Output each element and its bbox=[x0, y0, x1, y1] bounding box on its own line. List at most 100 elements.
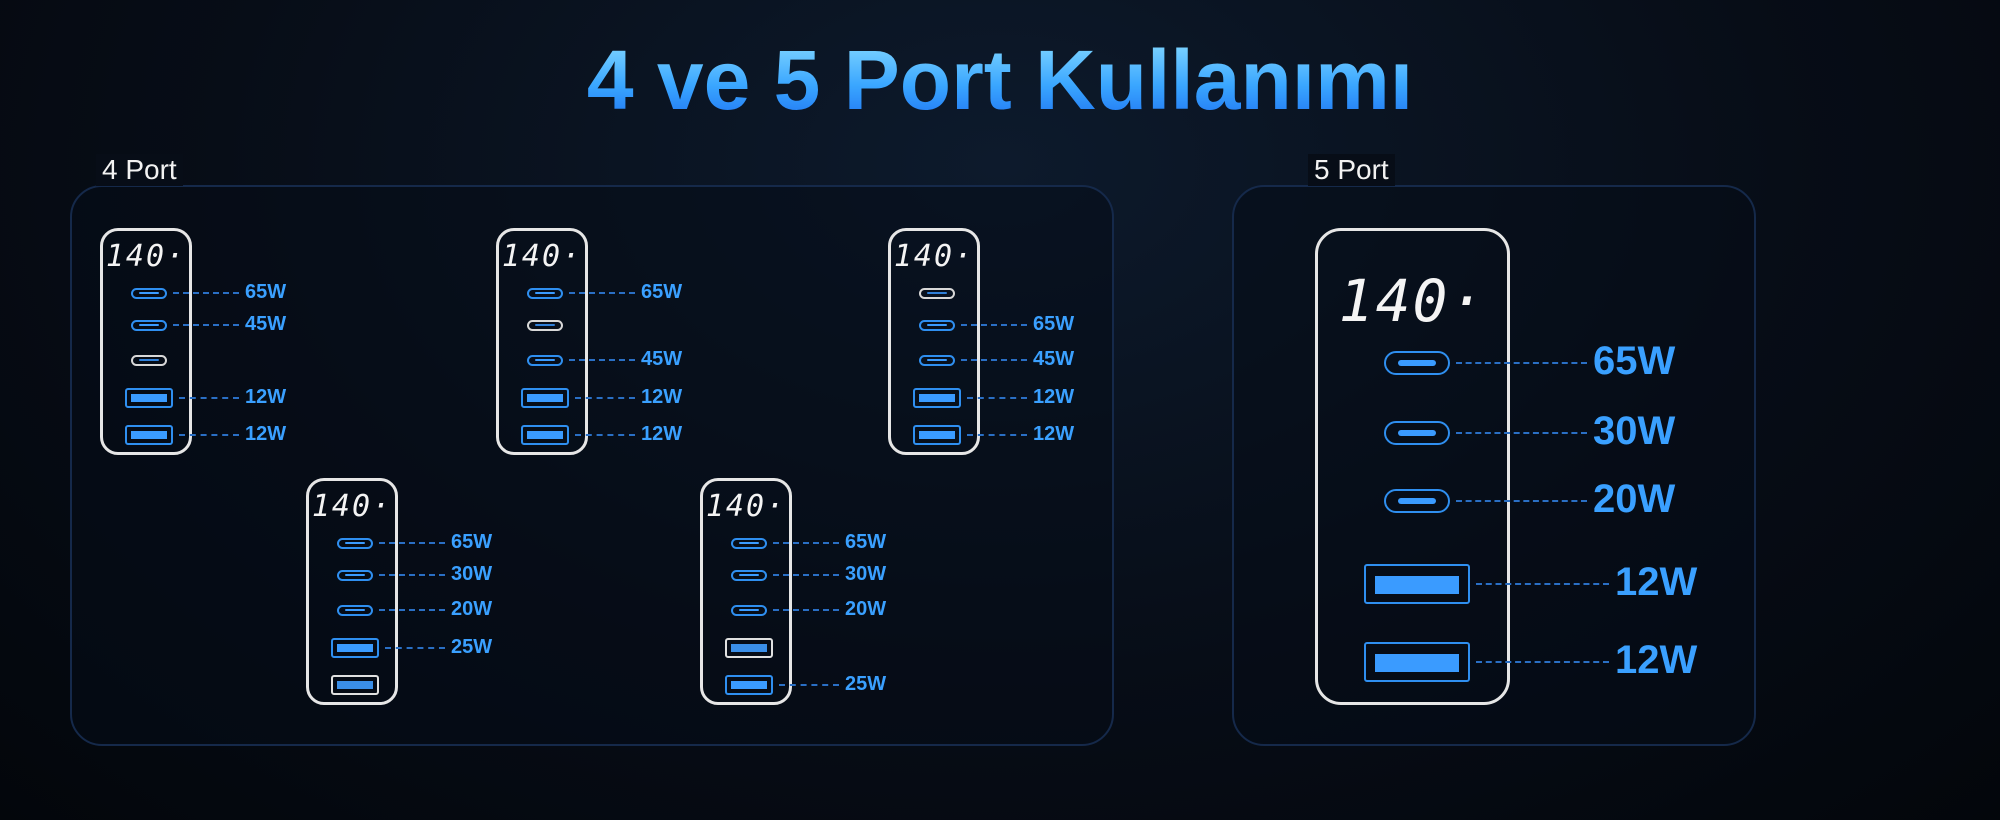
port-slot bbox=[1398, 498, 1436, 504]
port-power-label: 12W bbox=[1033, 386, 1075, 408]
usb-c-port-icon bbox=[731, 569, 767, 581]
port-slot bbox=[535, 291, 555, 295]
usb-c-port-icon bbox=[1384, 421, 1450, 445]
usb-a-port-icon bbox=[1364, 564, 1470, 604]
port-power-label: 45W bbox=[1033, 348, 1075, 370]
port-power-label: 65W bbox=[1593, 339, 1676, 383]
port-power-label: 25W bbox=[451, 636, 493, 658]
port-slot bbox=[730, 644, 768, 653]
port-power-label: 65W bbox=[641, 281, 683, 303]
usb-c-port-icon bbox=[337, 537, 373, 549]
port-leader-line bbox=[1476, 583, 1609, 585]
port-slot bbox=[535, 323, 555, 327]
port-leader-line bbox=[773, 609, 839, 611]
usb-c-port-icon bbox=[131, 319, 167, 331]
charger-display: 140· bbox=[105, 239, 187, 274]
port-leader-line bbox=[967, 397, 1027, 399]
port-leader-line bbox=[1456, 362, 1587, 364]
usb-c-port-icon bbox=[731, 604, 767, 616]
charger-display: 140· bbox=[1338, 267, 1487, 335]
port-leader-line bbox=[173, 292, 239, 294]
port-power-label: 30W bbox=[1593, 409, 1676, 453]
usb-c-port-icon bbox=[131, 287, 167, 299]
charger-display: 140· bbox=[705, 489, 787, 524]
usb-c-port-icon bbox=[919, 354, 955, 366]
port-leader-line bbox=[179, 434, 239, 436]
port-slot bbox=[336, 644, 374, 653]
port-leader-line bbox=[1456, 432, 1587, 434]
usb-a-port-icon bbox=[521, 425, 569, 445]
port-leader-line bbox=[779, 684, 839, 686]
port-power-label: 65W bbox=[845, 531, 887, 553]
usb-c-port-icon bbox=[919, 287, 955, 299]
port-slot bbox=[739, 541, 759, 545]
usb-a-port-icon bbox=[331, 675, 379, 695]
panel-4-port bbox=[70, 185, 1114, 746]
port-slot bbox=[1375, 576, 1459, 595]
port-power-label: 12W bbox=[245, 423, 287, 445]
usb-c-port-icon bbox=[1384, 351, 1450, 375]
usb-c-port-icon bbox=[337, 604, 373, 616]
port-leader-line bbox=[575, 397, 635, 399]
port-power-label: 12W bbox=[641, 423, 683, 445]
port-slot bbox=[345, 608, 365, 612]
port-slot bbox=[139, 291, 159, 295]
port-leader-line bbox=[379, 542, 445, 544]
port-leader-line bbox=[961, 359, 1027, 361]
charger-display: 140· bbox=[893, 239, 975, 274]
usb-a-port-icon bbox=[913, 425, 961, 445]
port-leader-line bbox=[379, 609, 445, 611]
port-leader-line bbox=[1476, 661, 1609, 663]
port-slot bbox=[526, 431, 564, 440]
panel-5-port bbox=[1232, 185, 1756, 746]
port-slot bbox=[535, 358, 555, 362]
panel-5-port-label: 5 Port bbox=[1308, 154, 1395, 186]
port-power-label: 12W bbox=[641, 386, 683, 408]
usb-c-port-icon bbox=[731, 537, 767, 549]
port-slot bbox=[526, 394, 564, 403]
port-leader-line bbox=[1456, 500, 1587, 502]
port-leader-line bbox=[967, 434, 1027, 436]
port-leader-line bbox=[569, 359, 635, 361]
port-slot bbox=[927, 358, 947, 362]
usb-a-port-icon bbox=[125, 388, 173, 408]
page-title: 4 ve 5 Port Kullanımı bbox=[0, 32, 2000, 129]
usb-a-port-icon bbox=[125, 425, 173, 445]
usb-a-port-icon bbox=[1364, 642, 1470, 682]
port-slot bbox=[730, 681, 768, 690]
port-power-label: 20W bbox=[845, 598, 887, 620]
port-slot bbox=[130, 431, 168, 440]
usb-a-port-icon bbox=[521, 388, 569, 408]
port-power-label: 12W bbox=[1615, 638, 1698, 682]
usb-c-port-icon bbox=[337, 569, 373, 581]
charger-display: 140· bbox=[501, 239, 583, 274]
usb-c-port-icon bbox=[527, 354, 563, 366]
port-power-label: 30W bbox=[451, 563, 493, 585]
port-leader-line bbox=[173, 324, 239, 326]
port-leader-line bbox=[379, 574, 445, 576]
port-slot bbox=[130, 394, 168, 403]
port-slot bbox=[739, 608, 759, 612]
usb-c-port-icon bbox=[527, 287, 563, 299]
port-slot bbox=[345, 573, 365, 577]
usb-a-port-icon bbox=[725, 675, 773, 695]
port-leader-line bbox=[961, 324, 1027, 326]
port-power-label: 12W bbox=[1615, 560, 1698, 604]
port-power-label: 20W bbox=[451, 598, 493, 620]
usb-a-port-icon bbox=[331, 638, 379, 658]
port-slot bbox=[739, 573, 759, 577]
port-slot bbox=[918, 431, 956, 440]
panel-4-port-label: 4 Port bbox=[96, 154, 183, 186]
usb-c-port-icon bbox=[1384, 489, 1450, 513]
usb-c-port-icon bbox=[527, 319, 563, 331]
port-slot bbox=[336, 681, 374, 690]
port-power-label: 45W bbox=[245, 313, 287, 335]
port-power-label: 65W bbox=[451, 531, 493, 553]
port-slot bbox=[1375, 654, 1459, 673]
